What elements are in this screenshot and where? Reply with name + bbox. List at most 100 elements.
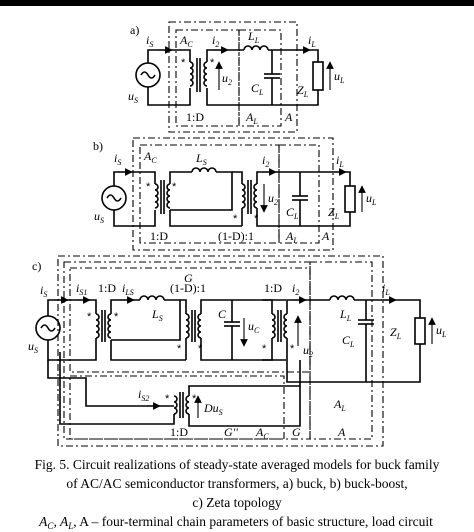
label: iS bbox=[114, 151, 121, 167]
caption-line-2: of AC/AC semiconductor transformers, a) … bbox=[66, 476, 407, 491]
panel-c-t1-primary bbox=[95, 313, 100, 339]
label: LS bbox=[151, 307, 163, 323]
label: iL bbox=[336, 153, 344, 169]
panel-c-t3-secondary bbox=[283, 313, 288, 339]
panel-a-inductor-LL bbox=[243, 45, 269, 51]
panel-b-load-ZL bbox=[344, 185, 356, 213]
panel-c-t2-secondary bbox=[197, 313, 202, 339]
panel-b-block-AC bbox=[139, 144, 280, 244]
dot-mark: * bbox=[172, 181, 177, 193]
label: iS bbox=[40, 283, 47, 299]
panel-b-block-AL bbox=[278, 144, 320, 244]
panel-a-secondary-coil bbox=[203, 61, 208, 87]
dot-mark: * bbox=[87, 311, 92, 323]
panel-c-t3-primary bbox=[271, 313, 276, 339]
panel-b-wire-bot-left bbox=[113, 210, 156, 227]
panel-c-wire bbox=[47, 299, 97, 316]
panel-c-t4-secondary bbox=[185, 395, 190, 415]
panel-c-wire bbox=[47, 360, 174, 407]
panel-b-wire bbox=[170, 171, 233, 211]
panel-c-wire bbox=[188, 360, 301, 396]
label: AC bbox=[179, 33, 193, 49]
panel-c-wire bbox=[286, 338, 421, 383]
panel-b-wire bbox=[169, 171, 192, 184]
panel-c-wire bbox=[111, 299, 181, 341]
caption-line-1: Fig. 5. Circuit realizations of steady-s… bbox=[35, 457, 440, 472]
label: 1:D bbox=[264, 281, 282, 295]
panel-c-block-AC bbox=[63, 261, 311, 440]
panel-c-wire bbox=[47, 338, 97, 361]
label: iLS bbox=[122, 281, 134, 297]
label: CL bbox=[286, 205, 299, 221]
label: u2 bbox=[268, 191, 278, 207]
panel-c-block-Gpp bbox=[69, 375, 285, 440]
panel-b-wire-top-left bbox=[113, 171, 156, 186]
caption-line-3: c) Zeta topology bbox=[192, 495, 281, 510]
label: DuS bbox=[203, 401, 223, 417]
dot-mark: * bbox=[177, 343, 182, 355]
label: CL bbox=[342, 333, 355, 349]
panel-b-t1-secondary bbox=[166, 183, 171, 209]
caption-line-4: AC, AL, A – four-terminal chain paramete… bbox=[38, 514, 433, 531]
panel-c-t2-primary bbox=[185, 313, 190, 339]
panel-a-wire-bot-left bbox=[147, 87, 191, 106]
panel-c-wire bbox=[354, 299, 421, 318]
label: AC bbox=[143, 149, 157, 165]
panel-c-zeta: c) * * * * bbox=[28, 255, 447, 447]
label: AC bbox=[255, 425, 269, 441]
label: CL bbox=[251, 81, 264, 97]
dot-mark: * bbox=[290, 343, 295, 355]
label: i2 bbox=[292, 281, 299, 297]
panel-b-tag: b) bbox=[93, 139, 103, 153]
panel-c-wire bbox=[180, 299, 187, 314]
label: C bbox=[218, 307, 227, 321]
dot-mark: * bbox=[233, 213, 238, 225]
panel-c-wire bbox=[59, 352, 175, 425]
panel-a-load-ZL bbox=[312, 61, 324, 91]
panel-c-sine-icon bbox=[40, 324, 56, 332]
panel-c-wire bbox=[262, 338, 273, 361]
label: AL bbox=[333, 397, 346, 413]
label: G bbox=[184, 271, 193, 285]
panel-b-buck-boost: b) * * * * iS bbox=[93, 137, 377, 251]
panel-c-wire bbox=[286, 299, 330, 314]
panel-b-wire-top-right bbox=[256, 171, 351, 186]
label: LL bbox=[247, 29, 260, 45]
panel-b-t2-secondary bbox=[253, 183, 258, 209]
panel-b-sine-icon bbox=[106, 194, 122, 202]
panel-a-sine-icon bbox=[140, 71, 156, 79]
label: AL bbox=[285, 229, 298, 245]
label: LS bbox=[195, 151, 207, 167]
panel-a-wire-sec-bot bbox=[206, 88, 319, 106]
panel-a-tag: a) bbox=[130, 23, 139, 37]
label: A bbox=[337, 425, 346, 439]
panel-c-block-AL bbox=[309, 261, 373, 440]
label: 1:D bbox=[150, 229, 168, 243]
dot-mark: * bbox=[181, 57, 186, 69]
label: uS bbox=[94, 209, 104, 225]
label: u2 bbox=[222, 71, 232, 87]
panel-c-inductor-LS bbox=[139, 295, 165, 301]
label: uC bbox=[248, 319, 260, 335]
label: A bbox=[321, 229, 330, 243]
panel-b-wire bbox=[232, 171, 243, 184]
panel-a-wire-sec-top bbox=[206, 49, 244, 62]
label: u2 bbox=[303, 343, 313, 359]
panel-c-wire bbox=[188, 386, 301, 427]
label: iS bbox=[146, 33, 153, 49]
label: AL bbox=[245, 110, 258, 126]
panel-c-wire bbox=[110, 340, 186, 361]
panel-b-t2-primary bbox=[241, 183, 246, 209]
dot-mark: * bbox=[165, 393, 170, 405]
label: ZL bbox=[297, 83, 309, 99]
panel-b-block-G bbox=[132, 137, 334, 251]
panel-b-inductor-LS bbox=[191, 167, 217, 173]
panel-a-primary-coil bbox=[189, 61, 194, 87]
panel-c-wire bbox=[200, 338, 286, 361]
panel-c-inductor-LL bbox=[329, 295, 355, 301]
label: iL bbox=[382, 281, 390, 297]
dot-mark: * bbox=[210, 57, 215, 69]
dot-mark: * bbox=[192, 393, 197, 405]
figure-caption: Fig. 5. Circuit realizations of steady-s… bbox=[35, 457, 440, 531]
